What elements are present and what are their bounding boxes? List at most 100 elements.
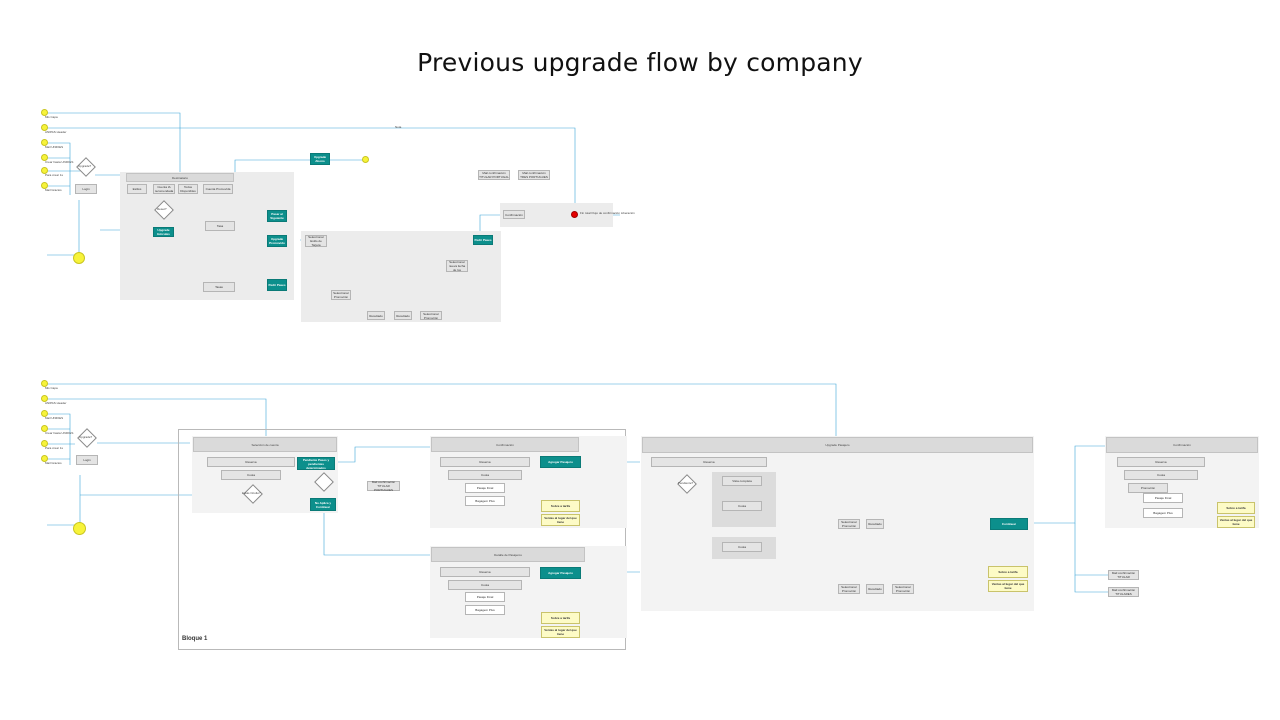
det-escalas: Bagagem Plus (465, 605, 505, 615)
b-start-dot (73, 522, 86, 535)
up-note-b: Ventas al lugar del que tiene (988, 580, 1028, 592)
pendiente-q-label: Pendiente? (678, 481, 694, 485)
mail-top-b: Mail confirmación TRES PORTUGUES (518, 170, 550, 180)
up-note-a: Sobre a tarifa (988, 566, 1028, 578)
bottom-a-box: Seleccionar Promoción (331, 290, 351, 300)
mid-box-b: Seleccionar nueva fecha de los (446, 260, 468, 272)
up-reserva: Reserva (651, 457, 767, 467)
conf-agregar: Agregar Pasajero (540, 456, 581, 468)
teal-right-box: Pedir Pases (267, 279, 287, 291)
up-cuota-b: Cuota (722, 542, 762, 552)
fin-mail-a: Mail confirmación TITULAR (1108, 570, 1139, 580)
end-red-dot (571, 211, 578, 218)
up-vista: Vista completa (722, 476, 762, 486)
conf-reserva: Reserva (440, 457, 530, 467)
b-input-label-3: Mail UNIFIES (45, 416, 64, 420)
b-login-box: Login (76, 455, 98, 465)
upgrade-decision-label: Upgrade? (78, 164, 92, 168)
input-label-5: Para crear 1s (45, 173, 64, 177)
bottom-d-box: Seleccionar Promoción (420, 311, 442, 320)
mid-box-a: Seleccionar Estilo de Tarjeta (305, 235, 327, 247)
col-box-1: Estilos (127, 184, 147, 194)
b-input-label-4: Crear hasta UNIFIES (45, 431, 74, 435)
page-title: Previous upgrade flow by company (417, 48, 863, 77)
b-input-dot-1 (41, 380, 48, 387)
bloque-frame (178, 429, 626, 650)
upgrade-bar: Upgrade Pasajero (642, 437, 1033, 453)
up-sel-a: Seleccionar Promoción (838, 519, 860, 529)
detalle-bar: Detalle de Pasajeros (431, 547, 585, 562)
bottom-b-box: Resultado (367, 311, 385, 320)
input-label-1: Mis Capa (45, 115, 58, 119)
up-sel-c: Seleccionar Promoción (892, 584, 914, 594)
b-input-dot-3 (41, 410, 48, 417)
input-dot-2 (41, 124, 48, 131)
input-dot-1 (41, 109, 48, 116)
fin-note-b: Ventas al lugar del que tiene (1217, 516, 1255, 528)
reset-decision-label: Reset? (157, 207, 167, 211)
input-dot-6 (41, 182, 48, 189)
input-dot-3 (41, 139, 48, 146)
det-note-b: Ventas al lugar del que tiene (541, 626, 580, 638)
confirm-bar: Confirmación (431, 437, 579, 452)
start-dot (73, 252, 85, 264)
es-oculto-label: Estás Oculto? (242, 491, 261, 495)
input-label-4: Crear hasta UNIFIES (45, 160, 74, 164)
mail-confirm-box: Mail confirmación TITULAR PORTUGUES (367, 480, 400, 492)
fin-promocion: Promoción (1128, 483, 1168, 493)
conf-note-a: Sobre a tarifa (541, 500, 580, 512)
b-input-label-2: ANIPAS Header (45, 401, 67, 405)
fin-pasaje: Pasaje Final (1143, 493, 1183, 503)
up-cuota: Cuota (722, 501, 762, 511)
end-label: Fin total Flujo de confirmación Liberaci… (580, 211, 635, 215)
end-dot-top (362, 156, 369, 163)
pendiente-box: Pendiente Pases y pendientes determinado… (297, 457, 335, 470)
fin-mail-b: Mail confirmación TITULARES (1108, 587, 1139, 597)
teal-upgrade-box: Upgrade Hércules (153, 227, 174, 237)
sel-reserva: Reserva (207, 457, 295, 467)
bottom-c-box: Resultado (394, 311, 412, 320)
input-label-3: Mail UNIFIES (45, 145, 64, 149)
b-input-label-5: Para crear 1s (45, 446, 64, 450)
fin-escalas: Bagagem Plus (1143, 508, 1183, 518)
bloque-label: Bloque 1 (182, 636, 208, 642)
det-note-a: Sobre a tarifa (541, 612, 580, 624)
input-label-6: Mail Gracios (45, 188, 62, 192)
input-dot-4 (41, 154, 48, 161)
det-cuota: Cuota (448, 580, 522, 590)
b-input-dot-2 (41, 395, 48, 402)
up-sel-b: Seleccionar Promoción (838, 584, 860, 594)
col-box-4: Cuenta Promovida (203, 184, 233, 194)
teal-promovido-box: Upgrade Promovido (267, 235, 287, 247)
tasa-box: Tasa (205, 221, 235, 231)
b-input-dot-5 (41, 440, 48, 447)
b-input-dot-4 (41, 425, 48, 432)
teal-pasar-box: Pasar al Siguiente (267, 210, 287, 222)
mail-top-a: Mail confirmación TITULAR PORTUGAL (478, 170, 510, 180)
b-input-label-6: Mail Gracios (45, 461, 62, 465)
up-res-b: Resultado (866, 584, 884, 594)
fin-reserva: Reserva (1117, 457, 1205, 467)
det-reserva: Reserva (440, 567, 530, 577)
b-input-dot-6 (41, 455, 48, 462)
confirm-box: Confirmación (503, 210, 525, 219)
input-dot-5 (41, 167, 48, 174)
fin-cuota: Cuota (1124, 470, 1198, 480)
login-box: Login (75, 184, 97, 194)
col-box-3: Todos Disponibles (178, 184, 198, 194)
b-input-label-1: Mis Capa (45, 386, 58, 390)
no-aplica-box: No Aplica y Continuar (310, 498, 336, 511)
sel-cuenta-bar: Selección de cuenta (193, 437, 337, 452)
up-res-a: Resultado (866, 519, 884, 529)
b-upgrade-decision-label: Upgrade? (79, 435, 93, 439)
det-pasaje: Pasaje Final (465, 592, 505, 602)
top-main-bar: Destinatario (126, 173, 234, 182)
col-box-2: Cuenta IA recomendada (153, 184, 175, 194)
conf-cuota: Cuota (448, 470, 522, 480)
conf-note-b: Ventas al lugar del que tiene (541, 514, 580, 526)
continuar-box: Continuar (990, 518, 1028, 530)
conf-escalas: Bagagem Plus (465, 496, 505, 506)
conf-pasaje: Pasaje Final (465, 483, 505, 493)
bottom-tasa-box: Tasas (203, 282, 235, 292)
fin-note-a: Sobre a tarifa (1217, 502, 1255, 514)
